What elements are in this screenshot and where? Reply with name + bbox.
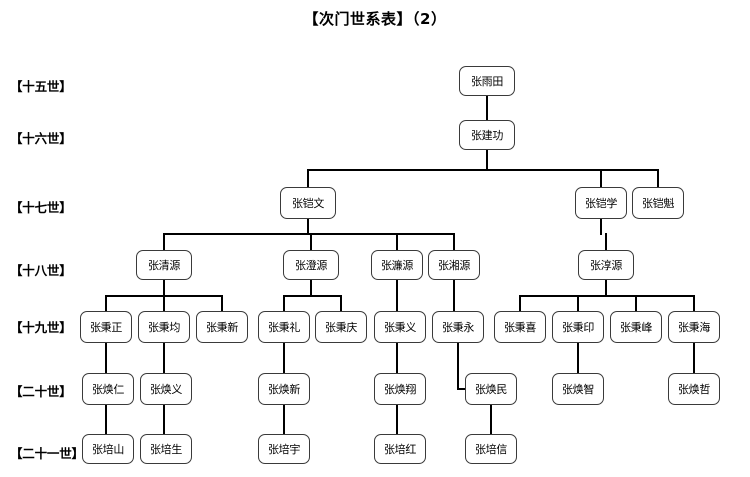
- person-node[interactable]: 张秉喜: [494, 311, 546, 343]
- connector-line: [693, 343, 695, 374]
- person-node[interactable]: 张焕智: [552, 373, 604, 405]
- connector-line: [396, 280, 398, 312]
- connector-line: [519, 295, 694, 297]
- connector-line: [105, 295, 107, 312]
- connector-line: [457, 343, 459, 389]
- connector-line: [340, 295, 342, 312]
- generation-label: 【二十一世】: [10, 446, 84, 461]
- person-node[interactable]: 张铠魁: [632, 187, 684, 219]
- connector-line: [307, 169, 309, 187]
- connector-line: [457, 388, 467, 390]
- person-node[interactable]: 张秉永: [432, 311, 484, 343]
- connector-line: [490, 405, 492, 435]
- connector-line: [396, 233, 398, 250]
- generation-label: 【十九世】: [10, 320, 72, 335]
- connector-line: [283, 295, 341, 297]
- generation-label: 【二十世】: [10, 384, 72, 399]
- connector-line: [310, 233, 312, 250]
- person-node[interactable]: 张秉海: [668, 311, 720, 343]
- connector-line: [635, 295, 637, 312]
- person-node[interactable]: 张濂源: [371, 250, 423, 280]
- connector-line: [163, 295, 165, 312]
- person-node[interactable]: 张秉义: [374, 311, 426, 343]
- person-node[interactable]: 张清源: [136, 250, 192, 280]
- person-node[interactable]: 张焕民: [465, 373, 517, 405]
- connector-line: [105, 343, 107, 374]
- connector-line: [486, 96, 488, 120]
- connector-line: [163, 233, 454, 235]
- connector-line: [163, 405, 165, 435]
- connector-line: [310, 280, 312, 296]
- person-node[interactable]: 张秉峰: [610, 311, 662, 343]
- connector-line: [657, 169, 659, 187]
- person-node[interactable]: 张淳源: [578, 250, 634, 280]
- connector-line: [307, 219, 309, 235]
- connector-line: [396, 405, 398, 435]
- connector-line: [221, 295, 223, 312]
- generation-label: 【十七世】: [10, 200, 72, 215]
- connector-line: [519, 295, 521, 312]
- connector-line: [600, 219, 602, 235]
- person-node[interactable]: 张秉印: [552, 311, 604, 343]
- page-title: 【次门世系表】（2）: [303, 10, 447, 28]
- connector-line: [605, 280, 607, 296]
- generation-label: 【十八世】: [10, 263, 72, 278]
- connector-line: [577, 295, 579, 312]
- connector-line: [283, 405, 285, 435]
- person-node[interactable]: 张秉正: [80, 311, 132, 343]
- connector-line: [453, 280, 455, 312]
- person-node[interactable]: 张培红: [374, 434, 426, 464]
- connector-line: [693, 295, 695, 312]
- person-node[interactable]: 张焕哲: [668, 373, 720, 405]
- connector-line: [307, 169, 659, 171]
- person-node[interactable]: 张铠学: [575, 187, 627, 219]
- person-node[interactable]: 张湘源: [428, 250, 480, 280]
- connector-line: [486, 150, 488, 170]
- connector-line: [577, 343, 579, 374]
- person-node[interactable]: 张培生: [140, 434, 192, 464]
- connector-line: [163, 343, 165, 374]
- generation-label: 【十五世】: [10, 79, 72, 94]
- person-node[interactable]: 张焕翔: [374, 373, 426, 405]
- person-node[interactable]: 张建功: [459, 120, 515, 150]
- connector-line: [163, 233, 165, 250]
- connector-line: [600, 169, 602, 187]
- connector-line: [453, 233, 455, 250]
- connector-line: [605, 233, 607, 250]
- person-node[interactable]: 张培信: [465, 434, 517, 464]
- connector-line: [396, 343, 398, 374]
- person-node[interactable]: 张培宇: [258, 434, 310, 464]
- person-node[interactable]: 张雨田: [459, 66, 515, 96]
- person-node[interactable]: 张澄源: [283, 250, 339, 280]
- person-node[interactable]: 张秉均: [138, 311, 190, 343]
- person-node[interactable]: 张秉庆: [315, 311, 367, 343]
- person-node[interactable]: 张培山: [82, 434, 134, 464]
- person-node[interactable]: 张秉礼: [258, 311, 310, 343]
- connector-line: [283, 343, 285, 374]
- connector-line: [163, 280, 165, 296]
- person-node[interactable]: 张秉新: [196, 311, 248, 343]
- connector-line: [283, 295, 285, 312]
- generation-label: 【十六世】: [10, 131, 72, 146]
- connector-line: [105, 405, 107, 435]
- person-node[interactable]: 张焕义: [140, 373, 192, 405]
- person-node[interactable]: 张焕新: [258, 373, 310, 405]
- person-node[interactable]: 张焕仁: [82, 373, 134, 405]
- person-node[interactable]: 张铠文: [280, 187, 336, 219]
